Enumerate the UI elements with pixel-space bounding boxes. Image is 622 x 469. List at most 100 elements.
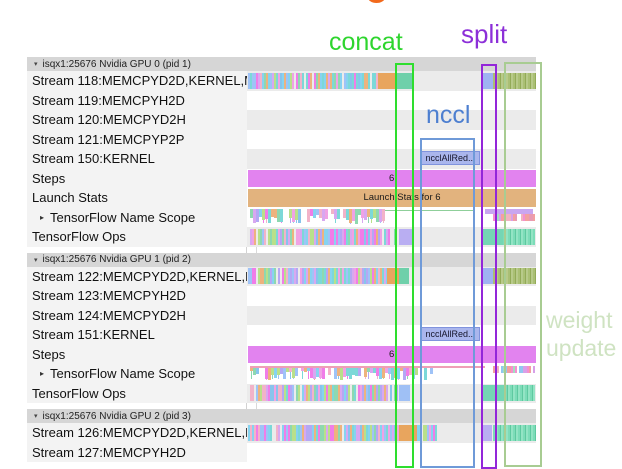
track-row: Stream 118:MEMCPYD2D,KERNEL,ME: [27, 71, 536, 91]
event-stripe[interactable]: [278, 425, 280, 441]
namescope-event-drop: [383, 221, 384, 223]
namescope-event-drop: [380, 222, 381, 223]
event-stripe[interactable]: [278, 268, 280, 284]
event-stripe[interactable]: [298, 385, 300, 401]
event-stripe[interactable]: [302, 73, 304, 89]
namescope-event-drop: [302, 371, 303, 380]
track-label-text: Stream 119:MEMCPYH2D: [32, 93, 185, 108]
track-label: ▸ TensorFlow Name Scope: [27, 208, 247, 228]
track-label-text: Stream 124:MEMCPYD2H: [32, 308, 186, 323]
event-stripe[interactable]: [264, 229, 266, 245]
track-label: Stream 150:KERNEL: [27, 149, 247, 169]
event-stripe[interactable]: [340, 73, 342, 89]
split-rect: [481, 64, 497, 469]
annotation-weight-update-line1: weight: [546, 306, 616, 334]
event-stripe[interactable]: [254, 229, 256, 245]
namescope-event-drop: [389, 374, 390, 379]
event-stripe[interactable]: [310, 73, 312, 89]
namescope-event-drop: [308, 371, 309, 380]
collapse-triangle-icon[interactable]: ▾: [34, 60, 38, 68]
event-stripe[interactable]: [292, 229, 294, 245]
event-stripe[interactable]: [348, 385, 350, 401]
track-label: TensorFlow Ops: [27, 227, 247, 247]
event-stripe[interactable]: [368, 73, 370, 89]
track-label-text: Stream 127:MEMCPYH2D: [32, 445, 186, 460]
namescope-event-drop: [371, 219, 372, 223]
track-label: Stream 119:MEMCPYH2D: [27, 91, 247, 111]
namescope-event-drop: [293, 222, 294, 223]
namescope-event-drop: [266, 219, 267, 223]
namescope-event-drop: [338, 376, 339, 380]
expand-triangle-icon[interactable]: ▸: [40, 213, 44, 222]
namescope-event-drop: [296, 220, 297, 223]
track-label: Stream 120:MEMCPYD2H: [27, 110, 247, 130]
namescope-event-drop: [368, 372, 369, 380]
event-stripe[interactable]: [388, 229, 390, 245]
track-label: Steps: [27, 169, 247, 189]
track-label-text: TensorFlow Ops: [32, 229, 126, 244]
annotation-nccl: nccl: [426, 101, 470, 130]
track-label-text: Stream 122:MEMCPYD2D,KERNEL,MI: [32, 269, 247, 284]
event-block[interactable]: [378, 73, 395, 89]
namescope-event-drop: [377, 376, 378, 379]
track-label-text: TensorFlow Name Scope: [50, 366, 195, 381]
annotation-concat: concat: [329, 28, 403, 57]
bar-label: 6: [389, 349, 394, 360]
event-stripe[interactable]: [252, 385, 254, 401]
collapse-triangle-icon[interactable]: ▾: [34, 412, 38, 420]
gpu-group-header[interactable]: ▾isqx1:25676 Nvidia GPU 0 (pid 1): [27, 57, 536, 71]
bar-label: 6: [389, 173, 394, 184]
track-label: Launch Stats: [27, 188, 247, 208]
event-stripe[interactable]: [292, 73, 294, 89]
event-stripe[interactable]: [386, 385, 388, 401]
event-stripe[interactable]: [270, 425, 272, 441]
event-stripe[interactable]: [354, 385, 356, 401]
event-stripe[interactable]: [390, 385, 392, 401]
track-label: Stream 122:MEMCPYD2D,KERNEL,MI: [27, 267, 247, 287]
namescope-event[interactable]: [322, 366, 325, 380]
concat-rect: [395, 63, 414, 468]
track-label: TensorFlow Ops: [27, 384, 247, 404]
collapse-triangle-icon[interactable]: ▾: [34, 256, 38, 264]
track-label-text: Stream 120:MEMCPYD2H: [32, 112, 186, 127]
event-stripe[interactable]: [292, 385, 294, 401]
namescope-event-drop: [251, 371, 252, 379]
track-label-text: TensorFlow Ops: [32, 386, 126, 401]
track-label: Stream 118:MEMCPYD2D,KERNEL,ME: [27, 71, 247, 91]
gpu-group-title: isqx1:25676 Nvidia GPU 2 (pid 3): [43, 411, 191, 422]
namescope-event-drop: [281, 222, 282, 223]
partial-orange-annotation-glyph: [368, 0, 385, 3]
event-stripe[interactable]: [497, 366, 499, 373]
event-stripe[interactable]: [380, 229, 382, 245]
track-label-text: Steps: [32, 347, 65, 362]
namescope-event[interactable]: [325, 209, 328, 219]
track-label: Stream 123:MEMCPYH2D: [27, 286, 247, 306]
event-stripe[interactable]: [274, 268, 276, 284]
namescope-event[interactable]: [337, 209, 340, 219]
namescope-event[interactable]: [280, 209, 283, 222]
track-label-text: Stream 126:MEMCPYD2D,KERNEL,MI: [32, 425, 247, 440]
track-label-text: Steps: [32, 171, 65, 186]
track-label: Steps: [27, 345, 247, 365]
annotation-weight-update-line2: update: [546, 334, 616, 362]
namescope-event-drop: [272, 375, 273, 380]
event-stripe[interactable]: [254, 268, 256, 284]
track-label-text: TensorFlow Name Scope: [50, 210, 195, 225]
track-label-text: Stream 151:KERNEL: [32, 327, 155, 342]
track-label: Stream 124:MEMCPYD2H: [27, 306, 247, 326]
track-label: Stream 126:MEMCPYD2D,KERNEL,MI: [27, 423, 247, 443]
event-stripe[interactable]: [340, 425, 342, 441]
annotation-weight-update: weight update: [546, 306, 616, 362]
namescope-event-drop: [290, 372, 291, 380]
event-stripe[interactable]: [296, 268, 298, 284]
namescope-event-drop: [362, 218, 363, 223]
expand-triangle-icon[interactable]: ▸: [40, 369, 44, 378]
namescope-event[interactable]: [298, 209, 301, 223]
track-label-text: Stream 118:MEMCPYD2D,KERNEL,ME: [32, 73, 247, 88]
nccl-rect: [420, 138, 475, 468]
track-label-text: Stream 123:MEMCPYH2D: [32, 288, 186, 303]
track-label-text: Stream 121:MEMCPYP2P: [32, 132, 184, 147]
weight-update-rect: [504, 62, 542, 467]
namescope-event-drop: [335, 219, 336, 223]
